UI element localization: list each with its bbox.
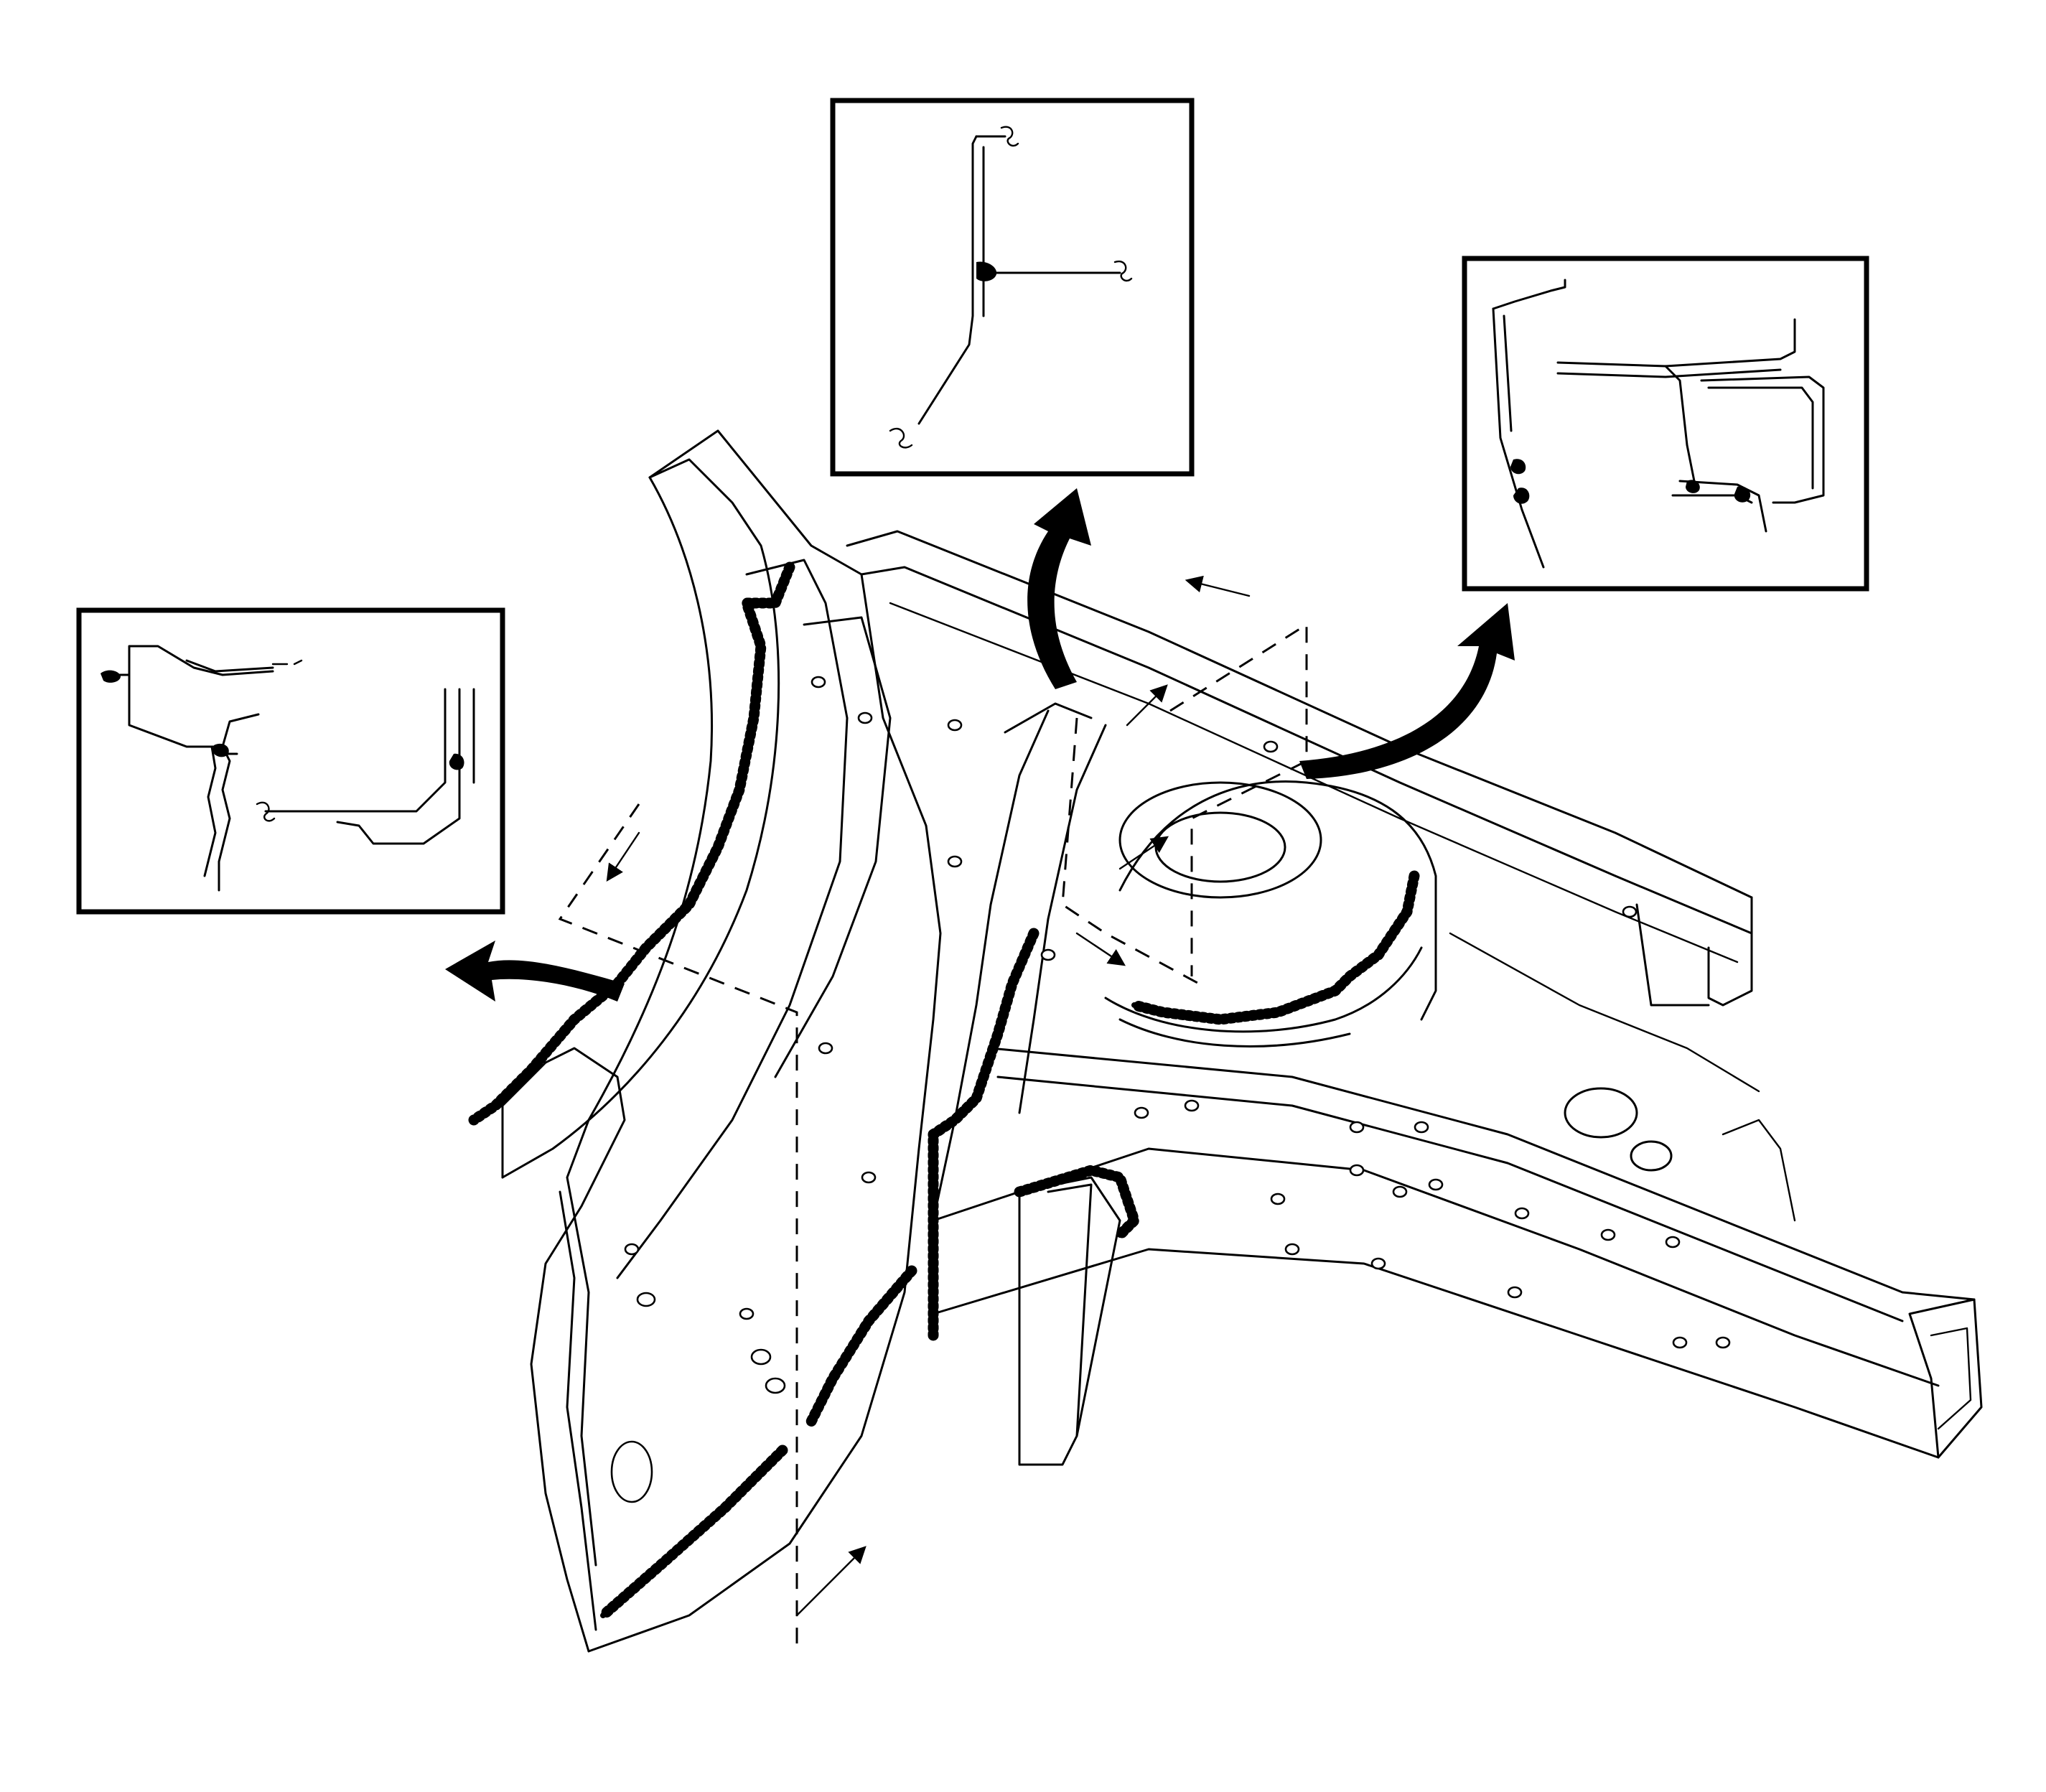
dashed-guide-rear	[1061, 717, 1200, 985]
b-pillar-flange	[1004, 702, 1093, 734]
weld-beads	[468, 561, 1420, 1621]
quarter-inner-panel	[1104, 946, 1423, 1033]
dashed-direction-arrow-lower	[795, 1546, 866, 1617]
detail-box-top-center	[830, 98, 1195, 477]
wheelhouse-flange	[1118, 1018, 1351, 1047]
break-symbol	[256, 801, 276, 822]
a-pillar-front-edge	[501, 458, 780, 1179]
dashed-guide-left	[558, 803, 798, 1651]
center-post-front	[1047, 1183, 1093, 1437]
rocker-top	[989, 1047, 1976, 1301]
roof-rail-top	[846, 530, 1753, 899]
rocker-upper-edge	[996, 1075, 1904, 1322]
dashed-guide-center	[1169, 622, 1308, 976]
break-symbol	[1000, 126, 1019, 147]
b-pillar-outer	[932, 709, 1050, 1222]
a-pillar-reinforcement	[616, 559, 849, 1279]
rocker-face	[932, 1147, 1940, 1387]
body-structure	[501, 429, 1983, 1653]
hinge-panel-left-edge	[559, 1190, 597, 1631]
weld-bead-detail	[976, 261, 997, 281]
spare-wheel-well-inner	[1154, 811, 1286, 883]
b-pillar-inner	[1018, 724, 1107, 1114]
detail-box-top-right	[1462, 256, 1869, 592]
a-pillar-outer	[587, 429, 942, 1653]
roof-rail-end	[1707, 896, 1753, 1007]
lower-hinge-area	[501, 1047, 626, 1653]
curved-callout-arrow-right	[1299, 603, 1515, 779]
break-symbol	[271, 659, 303, 666]
weld-bead-wheelhouse	[1131, 873, 1417, 1022]
curved-callout-arrows	[445, 488, 1515, 1002]
break-symbol	[889, 427, 913, 449]
detail-box-left	[76, 607, 505, 915]
rear-rail-box	[1635, 903, 1710, 1007]
rocker-end-box	[1908, 1298, 1983, 1459]
quarter-lower-flange	[1722, 1119, 1796, 1222]
a-pillar-inner-curve	[566, 476, 714, 1567]
body-holes	[610, 676, 1731, 1503]
spare-wheel-well	[1118, 781, 1322, 899]
rocker-end-inner	[1930, 1327, 1972, 1430]
rear-wheelhouse-arch	[1118, 780, 1437, 1021]
dashed-direction-arrow-center-1	[1126, 684, 1168, 727]
floor-pan-line	[1449, 932, 1760, 1093]
floor-opening-small	[1630, 1140, 1673, 1172]
dashed-direction-arrow-center-3	[1075, 932, 1126, 966]
pillar-inner-panel	[774, 616, 892, 1078]
curved-callout-arrow-left	[445, 941, 625, 1002]
center-post	[1018, 1176, 1121, 1466]
dashed-direction-arrow-left	[606, 831, 640, 882]
dashed-direction-arrow-center-2	[1118, 836, 1169, 870]
rocker-bottom	[932, 1248, 1940, 1459]
break-symbol	[1113, 260, 1133, 282]
floor-opening-large	[1564, 1087, 1638, 1139]
dashed-direction-arrows	[558, 575, 1308, 1651]
dashed-direction-arrow-top	[1185, 575, 1251, 597]
curved-callout-arrow-top	[1027, 488, 1091, 689]
roof-rail-lower	[860, 566, 1753, 935]
